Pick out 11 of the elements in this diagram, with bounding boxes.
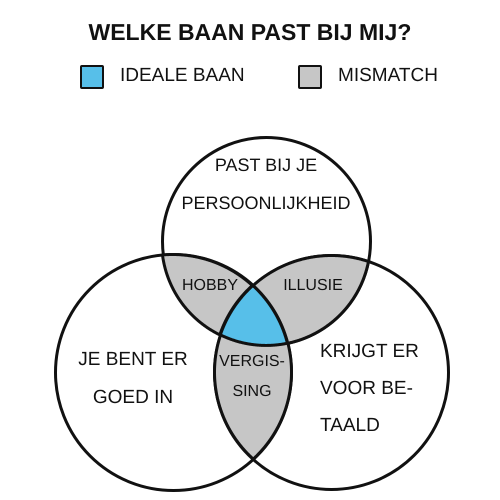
circle-label: KRIJGT ER VOOR BE- TAALD	[320, 340, 420, 438]
circle-label: JE BENT ER GOED IN	[77, 348, 189, 410]
legend-label: MISMATCH	[338, 64, 438, 88]
overlap-label: VERGIS- SING	[218, 352, 286, 402]
title: WELKE BAAN PAST BIJ MIJ?	[88, 18, 412, 46]
overlap-label: ILLUSIE	[282, 276, 344, 296]
overlap-region	[252, 254, 370, 344]
circle-label: PAST BIJ JE PERSOONLIJKHEID	[180, 154, 352, 215]
overlap-region	[212, 332, 292, 460]
legend-label: IDEALE BAAN	[120, 64, 245, 88]
overlap-label: HOBBY	[180, 276, 239, 296]
